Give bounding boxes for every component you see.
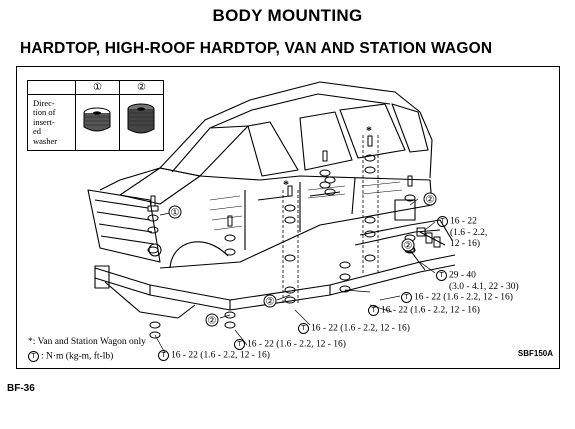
star-mark-2: * bbox=[283, 177, 289, 191]
legend-blank bbox=[27, 80, 76, 95]
callout-1: ① bbox=[168, 205, 182, 219]
callout-2d: ② bbox=[401, 238, 415, 252]
star-mark-1: * bbox=[366, 123, 372, 137]
torque-icon: T bbox=[436, 270, 447, 281]
callout-2a: ② bbox=[263, 294, 277, 308]
torque-icon: T bbox=[401, 292, 412, 303]
callout-2b: ② bbox=[205, 313, 219, 327]
windshield bbox=[159, 125, 249, 177]
torque-icon: T bbox=[368, 305, 379, 316]
washer-direction-legend: ① ② Direc- tion of insert- ed washer bbox=[27, 80, 164, 151]
callout-2a-text: ② bbox=[266, 297, 275, 308]
figure-frame bbox=[16, 66, 560, 369]
callout-2c: ② bbox=[423, 192, 437, 206]
torque-icon: T bbox=[298, 323, 309, 334]
callout-2b-text: ② bbox=[208, 316, 217, 327]
vehicle-roof bbox=[159, 81, 433, 179]
torque-icon: T bbox=[234, 339, 245, 350]
torque-icon: T bbox=[28, 351, 39, 362]
torque-icon: T bbox=[437, 216, 448, 227]
page-number: BF-36 bbox=[7, 383, 35, 394]
body-side bbox=[159, 175, 433, 269]
hood bbox=[99, 167, 161, 191]
figure-code: SBF150A bbox=[517, 349, 553, 358]
callout-1-text: ① bbox=[171, 208, 180, 219]
torque-unit-footnote: T: N·m (kg-m, ft-lb) bbox=[28, 351, 113, 363]
front-grille bbox=[87, 189, 161, 263]
exploded-bolt bbox=[405, 227, 446, 271]
legend-row-label: Direc- tion of insert- ed washer bbox=[27, 94, 76, 151]
frame-rail bbox=[94, 254, 456, 301]
callout-2c-text: ② bbox=[426, 195, 435, 206]
legend-col-1: ① bbox=[75, 80, 120, 95]
washer-type-1-image bbox=[75, 94, 120, 151]
washer-type-2-image bbox=[119, 94, 164, 151]
section-subtitle: HARDTOP, HIGH-ROOF HARDTOP, VAN AND STAT… bbox=[20, 40, 493, 57]
van-wagon-footnote: *: Van and Station Wagon only bbox=[28, 337, 146, 347]
mounting-bolt-stacks bbox=[147, 135, 416, 339]
legend-col-2: ② bbox=[119, 80, 164, 95]
headlight bbox=[148, 243, 162, 257]
torque-icon: T bbox=[158, 350, 169, 361]
callout-2d-text: ② bbox=[404, 241, 413, 252]
page-title: BODY MOUNTING bbox=[212, 6, 363, 25]
